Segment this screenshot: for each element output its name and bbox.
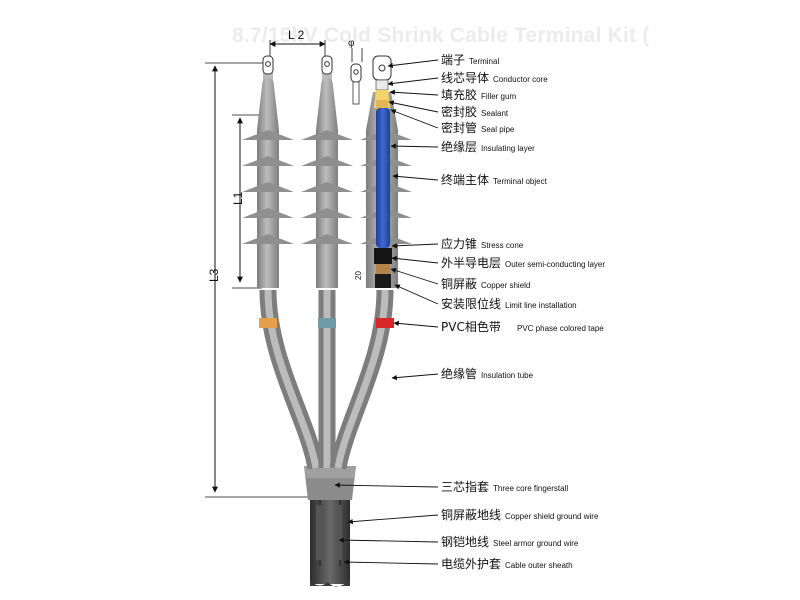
part-label: 终端主体 Terminal object bbox=[441, 172, 548, 187]
part-label-en: Cable outer sheath bbox=[505, 561, 573, 570]
part-label-cn: 铜屏蔽地线 bbox=[441, 507, 501, 522]
leader-line bbox=[391, 373, 439, 381]
part-labels: 端子 Terminal 线芯导体 Conductor core 填充胶 Filler gu… bbox=[441, 53, 605, 571]
leader-line bbox=[387, 59, 439, 69]
part-label-en: Copper shield ground wire bbox=[505, 512, 599, 521]
part-label: 绝缘层 Insulating layer bbox=[441, 139, 535, 154]
leader-line bbox=[394, 284, 439, 305]
part-label: 电缆外护套 Cable outer sheath bbox=[441, 557, 573, 571]
outer-semi-conducting-layer bbox=[374, 248, 392, 264]
part-label-en: Filler gum bbox=[481, 92, 516, 101]
terminal-body-left bbox=[242, 72, 294, 288]
part-label-cn: 线芯导体 bbox=[441, 71, 489, 85]
leader-line bbox=[338, 537, 439, 543]
insulation-tubes bbox=[259, 289, 394, 470]
part-label: 端子 Terminal bbox=[441, 53, 499, 67]
part-label-cn: 安装限位线 bbox=[441, 296, 501, 311]
terminal-lug-middle bbox=[321, 55, 333, 75]
part-label-en: Terminal bbox=[469, 57, 499, 66]
part-label-cn: 外半导电层 bbox=[441, 256, 501, 270]
part-label: 三芯指套 Three core fingerstall bbox=[441, 479, 568, 494]
part-label: 铜屏蔽 Copper shield bbox=[441, 276, 530, 291]
leader-line bbox=[387, 77, 439, 87]
part-label-en: Conductor core bbox=[493, 75, 548, 84]
part-label-en: Outer semi-conducting layer bbox=[505, 260, 605, 269]
part-label: 密封胶 Sealant bbox=[441, 104, 509, 119]
part-label-en: Limit line installation bbox=[505, 301, 577, 310]
part-label-cn: 钢铠地线 bbox=[441, 534, 489, 549]
terminal-body-middle bbox=[301, 72, 353, 288]
part-label-cn: 填充胶 bbox=[441, 87, 477, 102]
leader-line bbox=[390, 143, 439, 149]
part-label: 密封管 Seal pipe bbox=[441, 120, 515, 135]
part-label-en: Stress cone bbox=[481, 241, 524, 250]
part-label-en: Insulation tube bbox=[481, 371, 534, 380]
leader-line bbox=[390, 109, 439, 129]
leader-line bbox=[391, 243, 439, 249]
dimension-label-phi: φ bbox=[348, 38, 355, 49]
part-label: 绝缘管 Insulation tube bbox=[441, 366, 534, 381]
part-label-cn: 绝缘层 bbox=[441, 139, 477, 154]
part-label: 线芯导体 Conductor core bbox=[441, 71, 548, 85]
part-label-cn: 电缆外护套 bbox=[441, 557, 501, 571]
leader-line bbox=[390, 267, 439, 285]
leader-line bbox=[334, 482, 439, 488]
leader-line bbox=[391, 255, 439, 264]
phase-tape-teal bbox=[318, 318, 336, 328]
part-label: 铜屏蔽地线 Copper shield ground wire bbox=[441, 507, 599, 522]
part-label: 安装限位线 Limit line installation bbox=[441, 296, 577, 311]
dimension-phi: φ bbox=[348, 38, 363, 62]
terminal-lug-left bbox=[262, 55, 274, 75]
dimension-label-small: 20 bbox=[354, 271, 363, 280]
leader-line bbox=[347, 514, 439, 525]
insulating-layer bbox=[376, 108, 390, 248]
terminal-lugs bbox=[262, 55, 392, 105]
dimension-label-l2: L 2 bbox=[288, 28, 305, 42]
part-label: 填充胶 Filler gum bbox=[441, 87, 516, 102]
leader-lines bbox=[334, 59, 439, 565]
part-label-cn: 绝缘管 bbox=[441, 366, 477, 381]
part-label-en: Sealant bbox=[481, 109, 509, 118]
dimension-l1: L1 bbox=[231, 114, 262, 289]
part-label-en: Seal pipe bbox=[481, 125, 515, 134]
leader-line bbox=[393, 320, 439, 328]
leader-line bbox=[389, 89, 439, 96]
phase-tape-red bbox=[376, 318, 394, 328]
part-label-cn: 密封管 bbox=[441, 120, 477, 135]
part-label: 外半导电层 Outer semi-conducting layer bbox=[441, 256, 605, 270]
part-label-cn: 三芯指套 bbox=[441, 479, 489, 494]
leader-line bbox=[392, 173, 439, 181]
diagram-title: 8.7/15kV Cold Shrink Cable Terminal Kit … bbox=[232, 24, 650, 47]
leader-line bbox=[388, 100, 439, 113]
dimension-l2: L 2 bbox=[269, 28, 326, 58]
leader-line bbox=[343, 559, 439, 565]
part-label-en: Copper shield bbox=[481, 281, 530, 290]
part-label-en: Terminal object bbox=[493, 177, 548, 186]
three-core-fingerstall bbox=[304, 466, 356, 500]
part-label-cn: 端子 bbox=[441, 53, 465, 67]
part-label-cn: 密封胶 bbox=[441, 104, 477, 119]
dimension-l3: L3 bbox=[205, 62, 330, 498]
terminal-body-right-cutaway: 20 bbox=[354, 90, 412, 288]
part-label-cn: 终端主体 bbox=[441, 172, 489, 187]
part-label-en: PVC phase colored tape bbox=[517, 324, 604, 333]
dimension-label-l3: L3 bbox=[207, 268, 221, 282]
cable-outer-sheath bbox=[310, 494, 350, 587]
part-label: 应力锥 Stress cone bbox=[441, 236, 524, 251]
phase-tape-yellow bbox=[259, 318, 277, 328]
part-label-en: Steel armor ground wire bbox=[493, 539, 579, 548]
part-label-en: Three core fingerstall bbox=[493, 484, 568, 493]
part-label-cn: 应力锥 bbox=[441, 236, 477, 251]
part-label: PVC相色带 PVC phase colored tape bbox=[441, 320, 604, 334]
part-label-cn: 铜屏蔽 bbox=[441, 276, 477, 291]
part-label: 钢铠地线 Steel armor ground wire bbox=[441, 534, 579, 549]
copper-shield bbox=[376, 264, 390, 274]
part-label-en: Insulating layer bbox=[481, 144, 535, 153]
dimension-label-l1: L1 bbox=[231, 191, 245, 205]
part-label-cn: PVC相色带 bbox=[441, 320, 501, 334]
terminal-lug-right bbox=[372, 55, 392, 91]
terminal-lug-exploded bbox=[350, 63, 362, 105]
